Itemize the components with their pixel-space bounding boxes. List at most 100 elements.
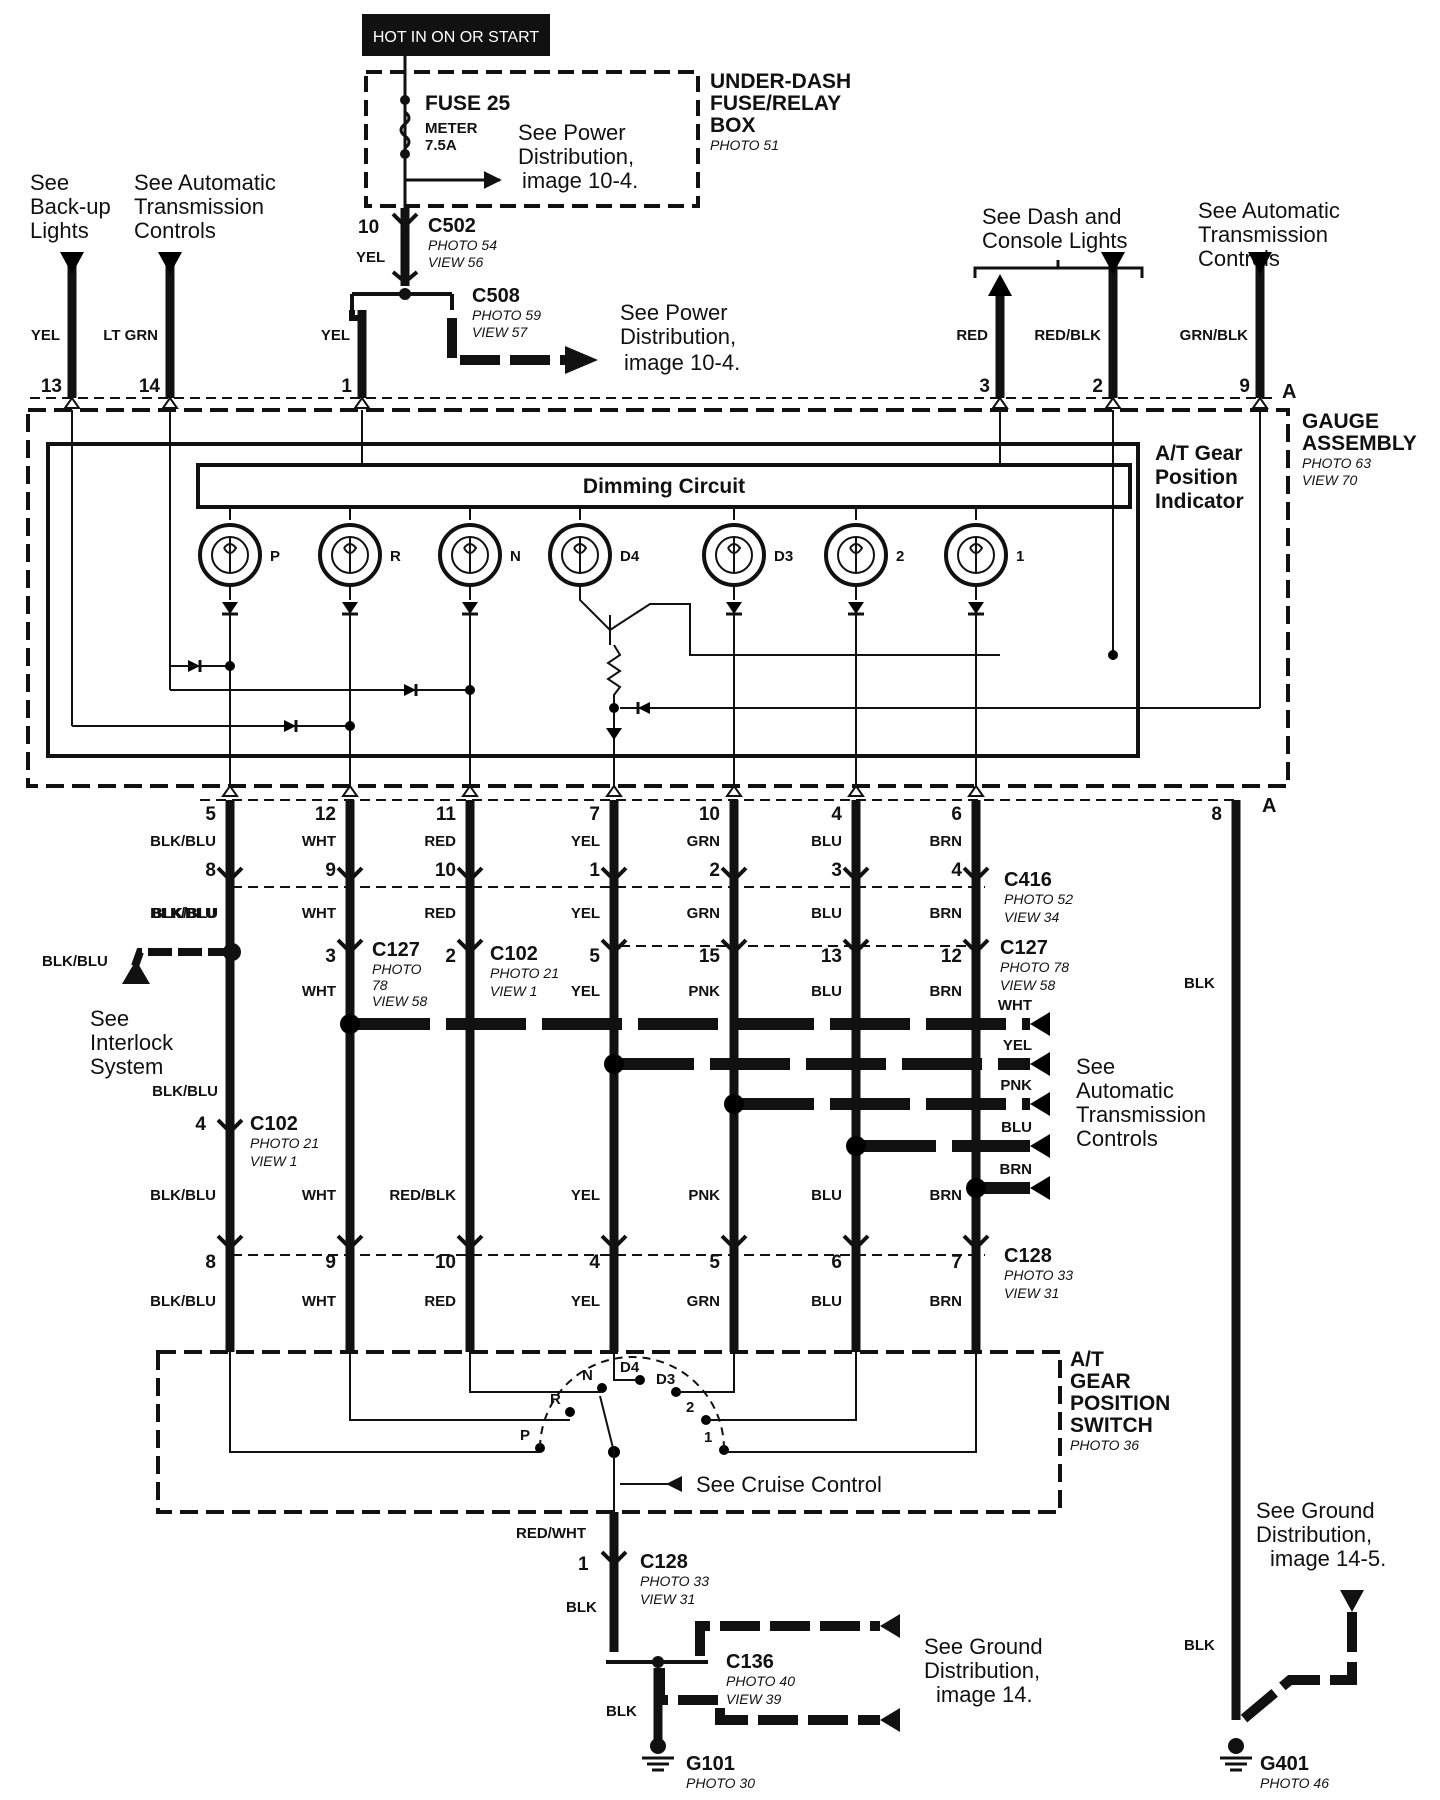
indicator-title-3: Indicator xyxy=(1155,490,1244,513)
atc-left-ref-1: See Automatic xyxy=(134,170,276,195)
atc-mid-ref-1: See xyxy=(1076,1054,1115,1079)
top-wire-color-1: LT GRN xyxy=(103,327,158,344)
ground1-2: Distribution, xyxy=(924,1658,1040,1683)
c508-power-out xyxy=(447,318,565,365)
row2-color-0: BLK/BLU xyxy=(150,905,216,922)
c127b-view: VIEW 58 xyxy=(1000,977,1055,993)
diode-icon-5 xyxy=(848,602,864,614)
c128b-name: C128 xyxy=(640,1551,688,1573)
c127-pin-0: 3 xyxy=(325,946,336,967)
c416-pin-icon-1 xyxy=(336,866,364,883)
diode-icon-2 xyxy=(462,602,478,614)
fuse-box-title-3: BOX xyxy=(710,114,756,137)
diode-icon-4 xyxy=(726,602,742,614)
interlock-ref-1: See xyxy=(90,1006,129,1031)
gauge-internal-top-wires xyxy=(71,410,1261,727)
gauge-pin-arrow-2 xyxy=(461,784,479,797)
atc-bus-arrow-0 xyxy=(1030,1012,1050,1036)
atc-mid-ref-4: Controls xyxy=(1076,1126,1158,1151)
lamp-filament-0 xyxy=(223,536,238,574)
gauge-assembly-box xyxy=(26,408,1290,788)
atc-bus-splice-3 xyxy=(846,1136,866,1156)
top-pin-4: 2 xyxy=(1092,376,1103,397)
top-wire-color-2: YEL xyxy=(321,327,350,344)
lamp-label-6: 1 xyxy=(1016,548,1024,565)
c502-photo: PHOTO 54 xyxy=(428,237,497,253)
c128-pin-icon-1 xyxy=(336,1234,364,1251)
switch-wire-2 xyxy=(469,1352,602,1393)
c102b-pin-icon xyxy=(216,1118,244,1135)
c127-pin-icon-0 xyxy=(336,938,364,955)
atc-left-ref-2: Transmission xyxy=(134,194,264,219)
atc-bus-arrow-1 xyxy=(1030,1052,1050,1076)
c136-name: C136 xyxy=(726,1651,774,1673)
row2-color-4: GRN xyxy=(687,905,720,922)
atc-right-ref-2: Transmission xyxy=(1198,222,1328,247)
row6-color-0: BLK/BLU xyxy=(150,1293,216,1310)
c127-pin-icon-3 xyxy=(720,938,748,955)
row2-color-3: YEL xyxy=(571,905,600,922)
switch-title-3: POSITION xyxy=(1070,1392,1170,1415)
row5-color-2: RED/BLK xyxy=(389,1187,456,1204)
switch-pos-6: 1 xyxy=(704,1429,712,1446)
c128-pin-3: 4 xyxy=(589,1252,600,1273)
c128-pin-4: 5 xyxy=(709,1252,720,1273)
switch-title-2: GEAR xyxy=(1070,1370,1131,1393)
lamp-filament-1 xyxy=(343,536,358,574)
c416-name: C416 xyxy=(1004,869,1052,891)
top-pin-arrow-0 xyxy=(63,396,81,409)
c416-pin-icon-5 xyxy=(842,866,870,883)
cruise-ref: See Cruise Control xyxy=(696,1472,882,1497)
top-wire-color-4: RED/BLK xyxy=(1034,327,1101,344)
r-diode-icon xyxy=(404,684,416,696)
fuse-terminal-bottom xyxy=(400,149,410,159)
row3-color-3: BLU xyxy=(811,983,842,1000)
lamp-filament-3 xyxy=(573,536,588,574)
row3-color-1: YEL xyxy=(571,983,600,1000)
switch-pos-2: N xyxy=(582,1367,593,1384)
backup-ref-1: See xyxy=(30,170,69,195)
atc-bus-splice-4 xyxy=(966,1178,986,1198)
lamp-label-2: N xyxy=(510,548,521,565)
gauge-bottom-a-label: A xyxy=(1262,795,1276,817)
gauge-top-a-label: A xyxy=(1282,381,1296,403)
row3-color-2: PNK xyxy=(688,983,720,1000)
switch-photo: PHOTO 36 xyxy=(1070,1437,1139,1453)
dash-ref-2: Console Lights xyxy=(982,228,1128,253)
c416-pin-0: 8 xyxy=(205,860,216,881)
c128a-view: VIEW 31 xyxy=(1004,1285,1059,1301)
c508-name: C508 xyxy=(472,285,520,307)
c102b-pin: 4 xyxy=(195,1114,206,1135)
top-pin-arrow-3 xyxy=(991,396,1009,409)
row3-color-0: WHT xyxy=(302,983,336,1000)
top-pin-arrow-5 xyxy=(1251,396,1269,409)
diode-group xyxy=(170,444,1118,786)
c128-pin-icon-3 xyxy=(600,1234,628,1251)
c127-pin-3: 15 xyxy=(699,946,721,967)
c127-pin-5: 12 xyxy=(941,946,962,967)
atc-bus-arrow-3 xyxy=(1030,1134,1050,1158)
gauge-pin-3: 7 xyxy=(589,804,600,825)
fuse-see-2: Distribution, xyxy=(518,144,634,169)
c136-photo: PHOTO 40 xyxy=(726,1673,795,1689)
row6-color-2: RED xyxy=(424,1293,456,1310)
g101-name: G101 xyxy=(686,1753,735,1775)
switch-arc xyxy=(539,1356,726,1451)
c128-pin-0: 8 xyxy=(205,1252,216,1273)
row2-color-5: BLU xyxy=(811,905,842,922)
lamp-label-3: D4 xyxy=(620,548,640,565)
fuse-meter: METER xyxy=(425,120,478,137)
c128a-name: C128 xyxy=(1004,1245,1052,1267)
ref-arrow-down-0 xyxy=(60,252,84,274)
g401-name: G401 xyxy=(1260,1753,1309,1775)
row1-color-4: GRN xyxy=(687,833,720,850)
g101-photo: PHOTO 30 xyxy=(686,1775,755,1791)
top-wire-joint xyxy=(349,310,362,321)
atc-bus-arrow-4 xyxy=(1030,1176,1050,1200)
g401-ref-arrow xyxy=(1340,1590,1364,1612)
dimming-circuit xyxy=(196,463,1132,509)
c128-pin-icon-4 xyxy=(720,1234,748,1251)
diode-icon-6 xyxy=(968,602,984,614)
harness-group: 5BLK/BLU8BLK/BLU8BLK/BLUBLK/BLU12WHT9WHT… xyxy=(150,784,1222,1352)
atc-bus-splice-0 xyxy=(340,1014,360,1034)
